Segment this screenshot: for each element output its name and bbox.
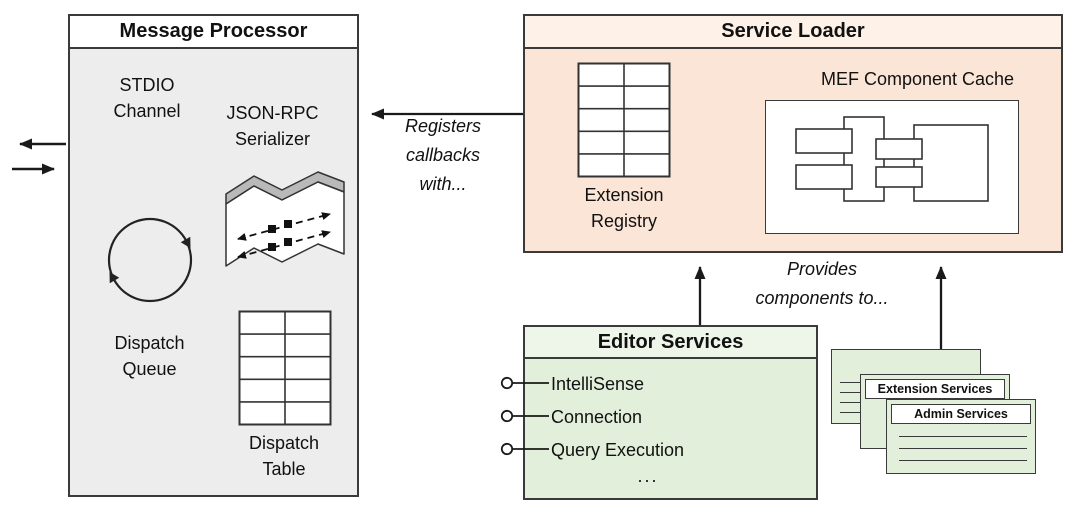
card-text-line xyxy=(899,448,1027,449)
card-text-line xyxy=(899,460,1027,461)
extension-services-title: Extension Services xyxy=(865,379,1005,399)
message-processor-title: Message Processor xyxy=(70,16,357,49)
json-rpc-serializer-label: JSON-RPC Serializer xyxy=(226,103,319,150)
card-text-line xyxy=(899,436,1027,437)
message-processor-box: Message Processor STDIO Channel JSON-RPC… xyxy=(68,14,359,497)
json-rpc-serializer-icon xyxy=(225,171,345,267)
mef-component-cache-label: MEF Component Cache xyxy=(820,69,1015,89)
editor-services-ellipsis: ... xyxy=(637,466,659,486)
editor-service-item-connection: Connection xyxy=(551,407,643,427)
dispatch-queue-icon xyxy=(107,217,193,303)
registers-callbacks-label: Registers callbacks with... xyxy=(404,116,482,194)
stdio-channel-label: STDIO Channel xyxy=(113,75,181,122)
editor-service-item-intellisense: IntelliSense xyxy=(551,374,645,394)
dispatch-table-label: Dispatch Table xyxy=(248,433,320,480)
extension-registry-label: Extension Registry xyxy=(584,185,664,232)
mef-component-cluster-icon xyxy=(795,116,989,202)
dispatch-table-icon xyxy=(238,310,332,426)
service-card-admin-services: Admin Services xyxy=(886,399,1036,474)
editor-services-box: Editor Services IntelliSense Connection … xyxy=(523,325,818,500)
dispatch-queue-label: Dispatch Queue xyxy=(114,333,185,380)
editor-service-item-query-execution: Query Execution xyxy=(551,440,685,460)
editor-services-title: Editor Services xyxy=(525,327,816,359)
extension-registry-icon xyxy=(577,62,671,178)
admin-services-title: Admin Services xyxy=(891,404,1031,424)
mef-component-cache-box xyxy=(765,100,1019,234)
service-loader-box: Service Loader Extension Registry MEF Co… xyxy=(523,14,1063,253)
provides-components-label: Provides components to... xyxy=(755,259,889,308)
service-loader-title: Service Loader xyxy=(525,16,1061,49)
